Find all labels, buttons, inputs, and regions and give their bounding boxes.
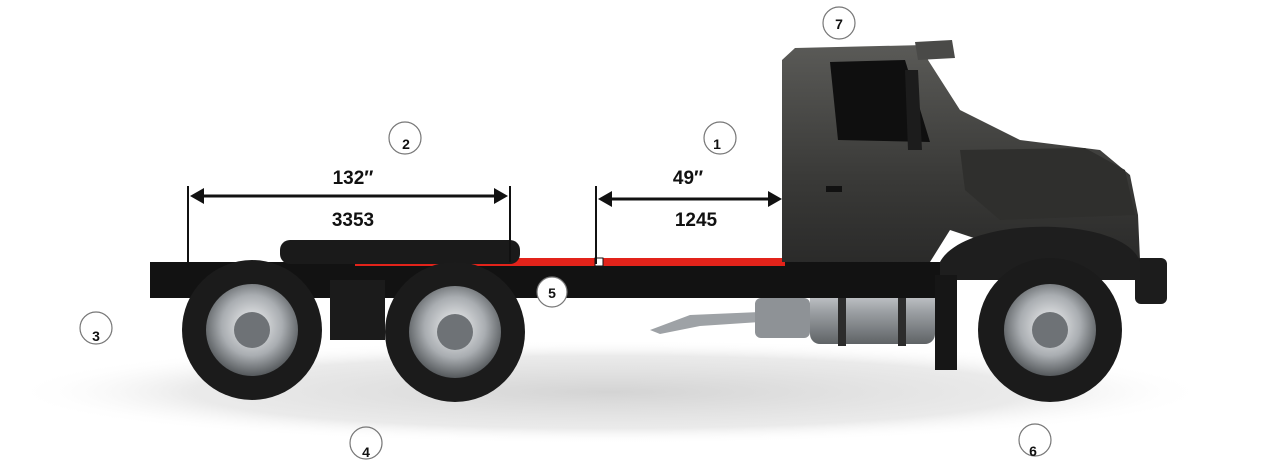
marker-5: 5 — [536, 276, 568, 308]
dimension-132: 132″ 3353 — [187, 168, 511, 268]
rear-mudguard — [330, 280, 385, 340]
svg-text:6: 6 — [1029, 443, 1037, 459]
dimension-49-metric: 1245 — [675, 210, 718, 231]
rear-wheel-1 — [182, 260, 322, 400]
fuel-tank-strap — [898, 276, 906, 346]
cab-window — [830, 60, 930, 142]
dimension-49: 49″ 1245 — [595, 168, 782, 264]
rear-wheel-2 — [385, 262, 525, 402]
frame-highlight-front — [603, 258, 785, 266]
svg-text:1: 1 — [713, 136, 721, 152]
svg-text:4: 4 — [362, 444, 370, 460]
hood — [960, 148, 1135, 220]
dimension-132-inches: 132″ — [333, 168, 374, 189]
tandem-suspension — [280, 240, 520, 264]
marker-3: 3 — [79, 311, 113, 345]
svg-text:5: 5 — [548, 285, 556, 301]
marker-2: 2 — [388, 121, 422, 155]
door-handle — [826, 186, 842, 192]
def-tank — [755, 298, 810, 338]
side-mirror — [905, 70, 922, 150]
dimension-132-metric: 3353 — [332, 210, 374, 231]
fuel-tank-strap — [838, 276, 846, 346]
marker-7: 7 — [822, 6, 856, 40]
marker-1: 1 — [703, 121, 737, 155]
svg-text:2: 2 — [402, 136, 410, 152]
exhaust-pipe — [650, 312, 760, 334]
marker-4: 4 — [349, 426, 383, 460]
dimension-49-inches: 49″ — [673, 168, 703, 189]
marker-6: 6 — [1018, 423, 1052, 459]
front-wheel — [978, 258, 1122, 402]
svg-text:7: 7 — [835, 16, 843, 32]
exhaust-stack — [915, 40, 955, 60]
mud-flap — [935, 275, 957, 370]
svg-text:3: 3 — [92, 328, 100, 344]
front-fender — [940, 226, 1140, 280]
front-bumper — [1135, 258, 1167, 304]
